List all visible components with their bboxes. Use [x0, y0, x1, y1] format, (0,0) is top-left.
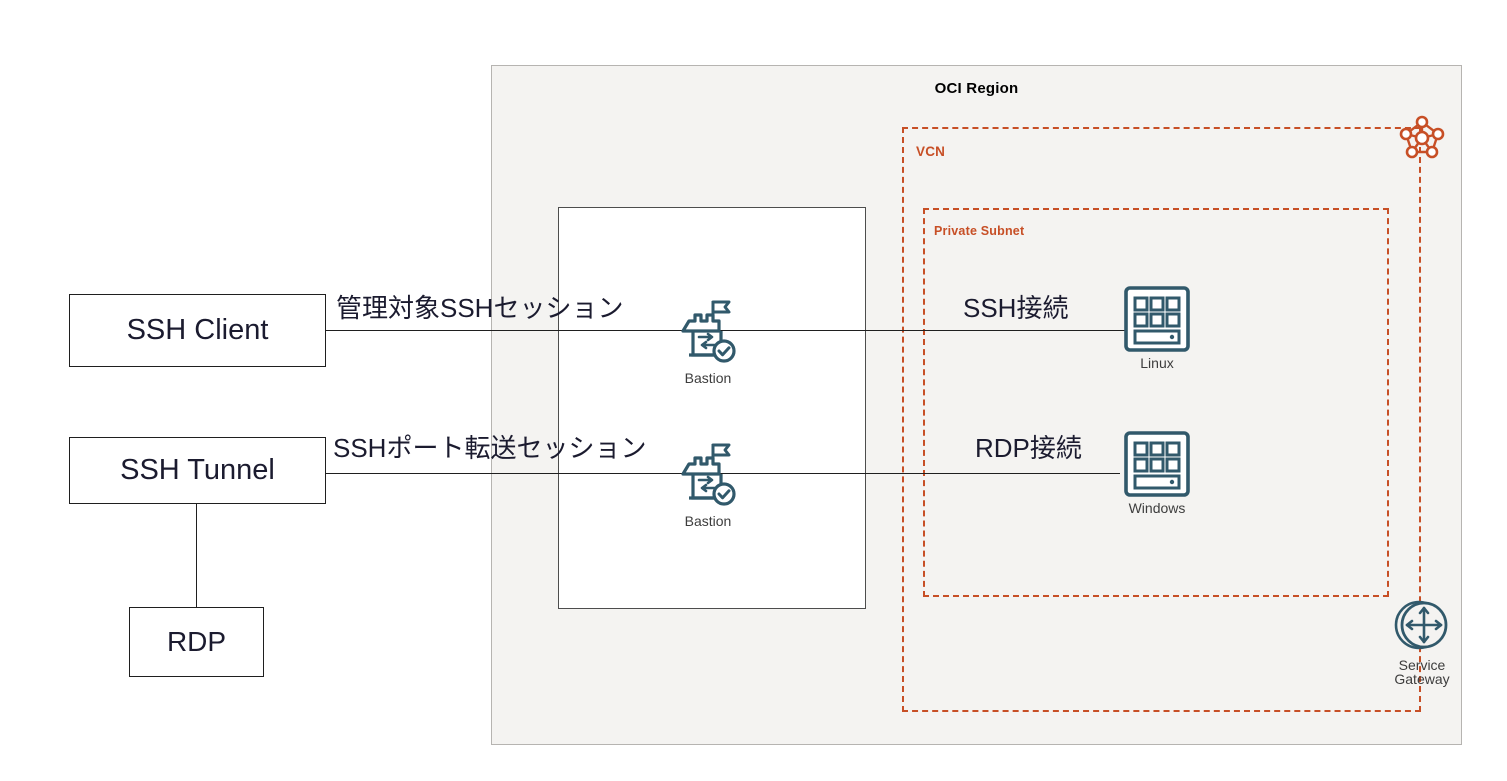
network-mesh-icon: [1396, 112, 1448, 164]
vcn-title: VCN: [916, 144, 946, 159]
rdp-label: RDP: [166, 626, 227, 657]
bastion-caption: Bastion: [684, 513, 732, 529]
service-gateway-caption: Service Gateway: [1394, 658, 1449, 686]
edge-label-ssh-port-forward-session: SSHポート転送セッション: [333, 433, 647, 463]
ssh-tunnel-node[interactable]: SSH Tunnel: [69, 437, 326, 504]
compute-instance-windows[interactable]: Windows: [1122, 429, 1192, 516]
edge-label-managed-ssh-session: 管理対象SSHセッション: [336, 293, 624, 323]
bastion-icon: [672, 440, 744, 512]
rdp-node[interactable]: RDP: [129, 607, 264, 677]
service-gateway-caption-line2: Gateway: [1394, 671, 1450, 687]
edge-label-rdp-connection: RDP接続: [975, 433, 1082, 463]
connector-ssh-client-to-linux: [326, 330, 1126, 331]
ssh-tunnel-label: SSH Tunnel: [120, 454, 275, 486]
service-gateway-caption-line1: Service: [1398, 657, 1446, 673]
compute-instance-icon: [1122, 284, 1192, 354]
compute-instance-caption: Windows: [1128, 500, 1186, 516]
private-subnet-title: Private Subnet: [934, 224, 1025, 238]
oci-region-title: OCI Region: [934, 80, 1019, 97]
bastion-node-2[interactable]: Bastion: [672, 440, 744, 529]
edge-label-ssh-connection: SSH接続: [963, 293, 1069, 323]
service-gateway-icon: [1391, 594, 1453, 656]
ssh-client-label: SSH Client: [126, 314, 269, 346]
bastion-icon: [672, 297, 744, 369]
connector-ssh-tunnel-to-rdp: [196, 504, 197, 608]
bastion-caption: Bastion: [684, 370, 732, 386]
vcn-container: [902, 127, 1421, 712]
ssh-client-node[interactable]: SSH Client: [69, 294, 326, 367]
connector-ssh-tunnel-to-windows: [326, 473, 1120, 474]
compute-instance-icon: [1122, 429, 1192, 499]
vcn-node[interactable]: [1396, 112, 1448, 164]
compute-instance-linux[interactable]: Linux: [1122, 284, 1192, 371]
private-subnet-container: [923, 208, 1389, 597]
service-gateway-node[interactable]: Service Gateway: [1391, 594, 1453, 686]
bastion-service-container: [558, 207, 866, 609]
bastion-node-1[interactable]: Bastion: [672, 297, 744, 386]
compute-instance-caption: Linux: [1140, 355, 1174, 371]
